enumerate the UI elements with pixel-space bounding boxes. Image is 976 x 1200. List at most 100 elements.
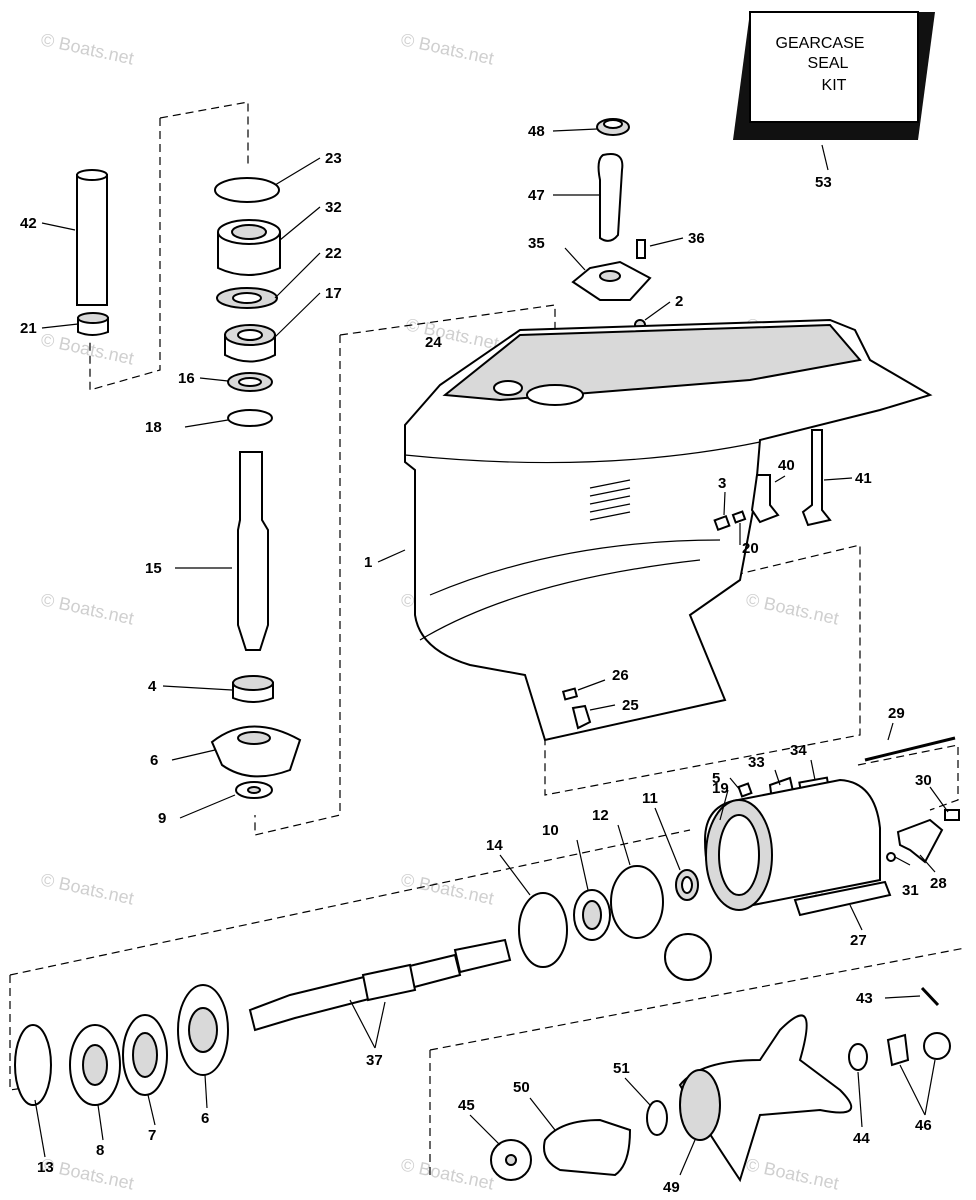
callout-22: 22	[325, 245, 342, 262]
driveshaft-parts	[76, 169, 302, 799]
callout-51: 51	[613, 1060, 630, 1077]
water-pump-parts	[571, 118, 652, 331]
washer-part	[848, 1043, 868, 1071]
propshaft-parts	[14, 938, 512, 1106]
callout-8: 8	[96, 1142, 104, 1159]
leader-lines	[34, 128, 949, 1176]
callouts: 23 32 22 17 42 21 16 18 15 4 6 9 48 47 3…	[20, 123, 947, 1196]
callout-4: 4	[148, 678, 157, 695]
callout-11: 11	[642, 790, 658, 807]
bearing-carrier-parts	[518, 736, 960, 981]
callout-20: 20	[742, 540, 759, 557]
plug-part	[731, 510, 747, 524]
water-tube-part	[597, 153, 624, 242]
callout-32: 32	[325, 199, 342, 216]
hub-part	[543, 1118, 632, 1177]
rod-part	[793, 880, 892, 917]
nut-part	[886, 1033, 910, 1067]
watermark: © Boats.net	[39, 589, 135, 628]
callout-17: 17	[325, 285, 342, 302]
callout-19: 19	[712, 780, 729, 797]
callout-7: 7	[148, 1127, 156, 1144]
tool-reference-part	[664, 933, 712, 981]
assembly-guides	[9, 101, 966, 1175]
callout-24: 24	[425, 334, 442, 351]
propeller-parts	[490, 986, 951, 1183]
callout-14: 14	[486, 837, 503, 854]
callout-28: 28	[930, 875, 947, 892]
housing-part	[217, 232, 281, 276]
o-ring-part	[610, 865, 664, 939]
callout-6: 6	[150, 752, 158, 769]
callout-48: 48	[528, 123, 545, 140]
tube-part	[76, 174, 108, 306]
callout-10: 10	[542, 822, 559, 839]
callout-2: 2	[675, 293, 683, 310]
callout-9: 9	[158, 810, 166, 827]
callout-34: 34	[790, 742, 807, 759]
callout-30: 30	[915, 772, 932, 789]
callout-43: 43	[856, 990, 873, 1007]
callout-5: 5	[712, 770, 720, 787]
callout-41: 41	[855, 470, 872, 487]
o-ring-part	[14, 1024, 52, 1106]
callout-25: 25	[622, 697, 639, 714]
watermark: © Boats.net	[404, 314, 500, 353]
seal-kit-box: GEARCASE SEAL KIT	[733, 11, 935, 171]
callout-27: 27	[850, 932, 867, 949]
o-ring-part	[214, 177, 280, 203]
kit-label-line: GEARCASE	[776, 35, 865, 52]
pinion-gear-part	[210, 725, 302, 778]
callout-36: 36	[688, 230, 705, 247]
callout-53: 53	[815, 174, 832, 191]
callout-15: 15	[145, 560, 162, 577]
callout-1: 1	[364, 554, 372, 571]
propeller-part	[678, 1014, 853, 1183]
watermark: © Boats.net	[744, 589, 840, 628]
nut-part	[923, 1032, 951, 1060]
screw-part	[750, 474, 780, 524]
callout-31: 31	[902, 882, 919, 899]
callout-12: 12	[592, 807, 609, 824]
callout-46: 46	[915, 1117, 932, 1134]
kit-label-line: KIT	[822, 77, 847, 94]
callout-37: 37	[366, 1052, 383, 1069]
callout-45: 45	[458, 1097, 475, 1114]
plug-part	[713, 514, 731, 532]
callout-47: 47	[528, 187, 545, 204]
callout-23: 23	[325, 150, 342, 167]
callout-49: 49	[663, 1179, 680, 1196]
callout-29: 29	[888, 705, 905, 722]
watermark: © Boats.net	[39, 29, 135, 68]
exhaust-vent	[589, 479, 631, 521]
callout-21: 21	[20, 320, 37, 337]
callout-3: 3	[718, 475, 726, 492]
plug-part	[561, 687, 579, 701]
seal-part	[518, 892, 568, 968]
long-screw-part	[801, 429, 832, 527]
watermark: © Boats.net	[744, 1154, 840, 1193]
gasket-part	[227, 409, 273, 427]
washer-part	[886, 852, 896, 862]
propshaft-part	[248, 953, 462, 1032]
screw-part	[636, 239, 646, 259]
watermark: © Boats.net	[39, 869, 135, 908]
callout-35: 35	[528, 235, 545, 252]
callout-26: 26	[612, 667, 629, 684]
screw-part	[571, 704, 592, 730]
kit-label-line: SEAL	[808, 55, 849, 72]
callout-40: 40	[778, 457, 795, 474]
watermark: © Boats.net	[399, 869, 495, 908]
driveshaft-part	[237, 451, 269, 651]
callout-42: 42	[20, 215, 37, 232]
gearcase-housing	[404, 318, 933, 742]
spacer-part	[646, 1100, 668, 1136]
callout-16: 16	[178, 370, 195, 387]
callout-18: 18	[145, 419, 162, 436]
watermark: © Boats.net	[399, 29, 495, 68]
callout-50: 50	[513, 1079, 530, 1096]
callout-6-lower: 6	[201, 1110, 209, 1127]
callout-13: 13	[37, 1159, 54, 1176]
screw-part	[944, 809, 960, 821]
